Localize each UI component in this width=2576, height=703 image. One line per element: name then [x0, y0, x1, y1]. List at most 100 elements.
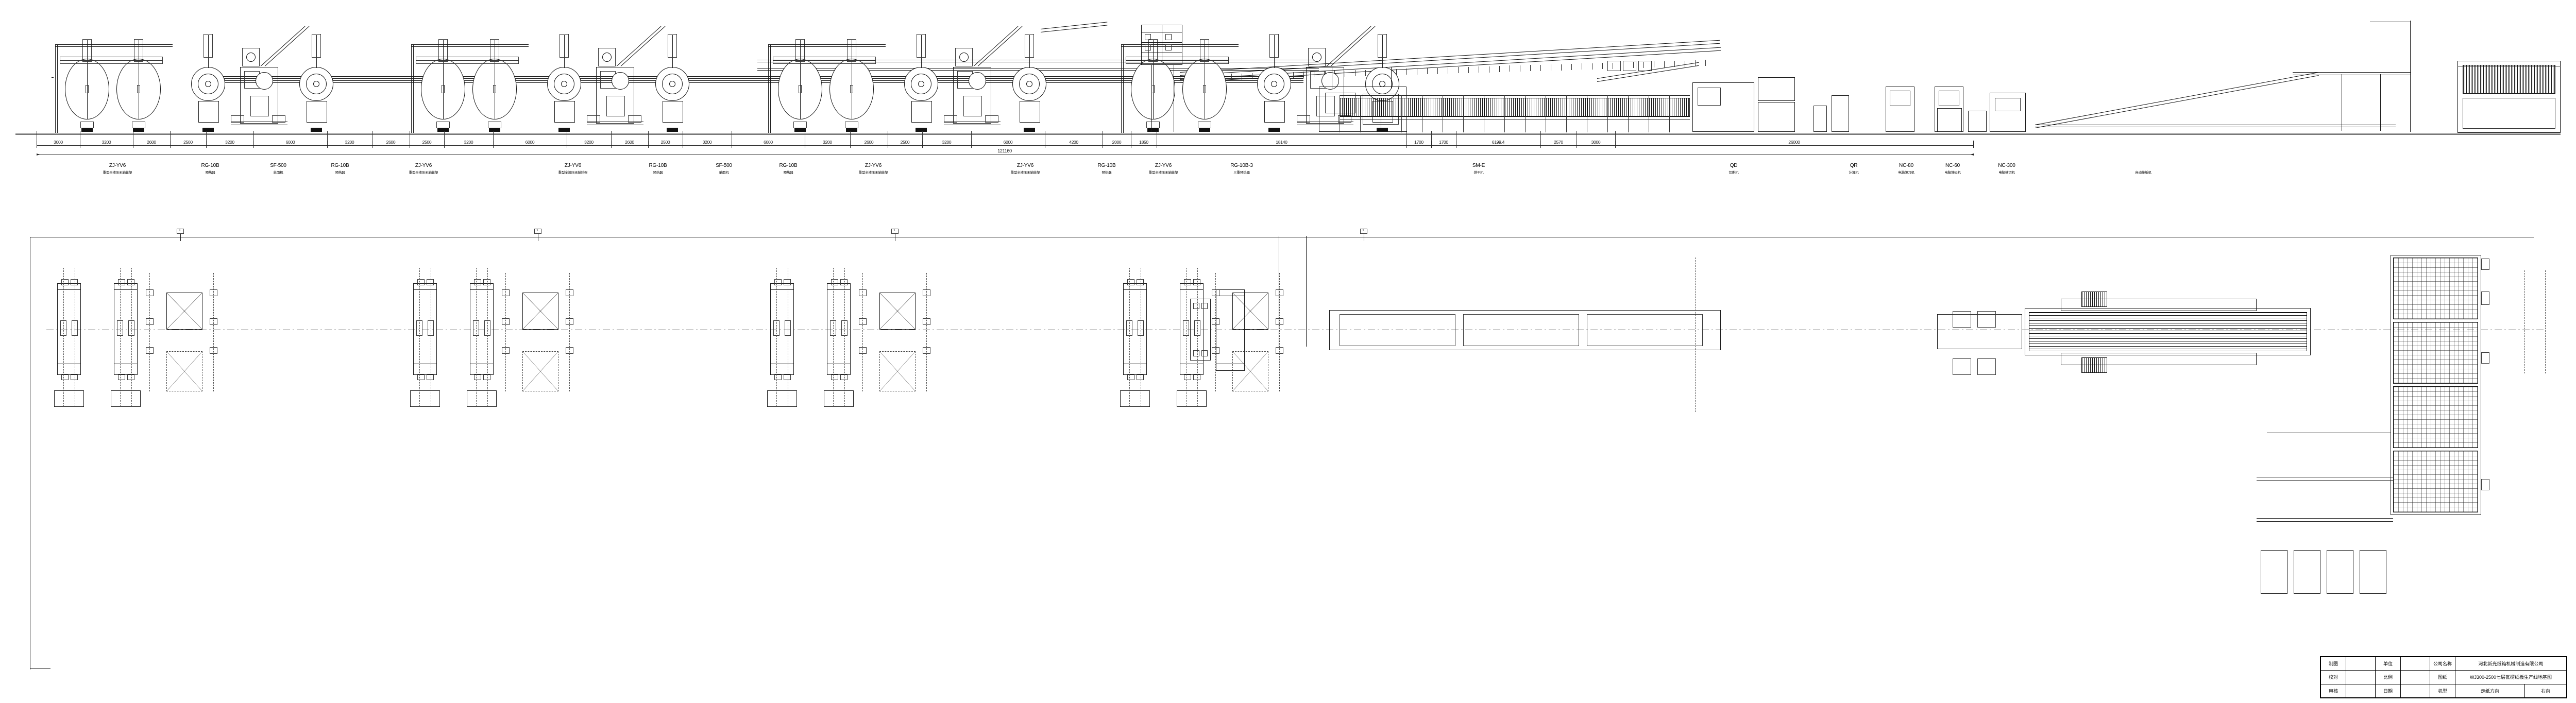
dimension-extension [1431, 131, 1432, 141]
hotplate-post [1525, 95, 1526, 132]
plan-preheater-guide [213, 273, 214, 391]
plan-border-bot [30, 668, 50, 669]
equipment-name-cn: 单面机 [719, 171, 729, 175]
bridge-rung [1406, 68, 1407, 75]
foundation-pad [1147, 128, 1159, 132]
dimension-extension [253, 131, 254, 141]
plan-pad-b2 [1977, 358, 1996, 375]
equipment-code: SM-E [1472, 163, 1485, 168]
bridge-rung [1674, 61, 1675, 67]
dimension-value: 2600 [864, 140, 874, 145]
roll-stand-head [438, 39, 448, 62]
plan-single-facer-box [166, 293, 202, 330]
takeoff-drive [1698, 88, 1721, 106]
plan-guide [419, 268, 420, 407]
tower-roll-1 [1145, 34, 1151, 40]
frame-beam-top3 [201, 80, 1303, 81]
dimension-tick [1431, 141, 1432, 148]
preheater2-shaft [1026, 81, 1032, 87]
plan-dryer-refline [1695, 258, 1696, 412]
dimension-tick [493, 141, 494, 148]
bridge-rung [1468, 66, 1469, 73]
roll-stand-column [800, 40, 801, 119]
equipment-code: SF-500 [716, 163, 732, 168]
dimension-tick [170, 141, 171, 148]
plan-roll-stand-rail1 [1180, 289, 1204, 290]
hotplate-post [1566, 95, 1567, 132]
plan-bearing-d [71, 374, 78, 380]
equipment-name-cn: 预热器 [653, 171, 663, 175]
preheater-pad [1268, 128, 1280, 132]
plan-preheater-guide [505, 273, 506, 391]
preheater2-column [1029, 35, 1030, 68]
dummy [52, 77, 54, 78]
roll-stand-head [82, 39, 92, 62]
dimension-value: 3200 [225, 140, 234, 145]
plan-single-facer-x-lower [879, 351, 916, 391]
single-facer-roll [969, 72, 986, 90]
preheater2-column [672, 35, 673, 68]
tb-value-unit[interactable] [2400, 656, 2430, 671]
sf-brace-a [616, 26, 662, 66]
plan-bearing-b [784, 279, 791, 285]
tb-value-approved[interactable] [2346, 683, 2376, 698]
equipment-code: RG-10B [1097, 163, 1116, 168]
sf-brace-b [620, 26, 666, 66]
single-facer-motor-pulley [1312, 53, 1321, 62]
roll-stand-head [795, 39, 805, 62]
tb-value-drawn[interactable] [2346, 656, 2376, 671]
plan-bearing-b [71, 279, 78, 285]
section-mark-leader [180, 234, 181, 241]
stand-top-beam2 [1121, 46, 1239, 47]
plan-pallet-4 [2360, 550, 2386, 594]
stand-left-post [1121, 44, 1122, 133]
plan-conveyor-belts [2029, 312, 2307, 351]
plan-bearing-a [61, 279, 69, 285]
preheater-pad [558, 128, 570, 132]
dimension-value: 6000 [285, 140, 295, 145]
plan-conveyor-long [2025, 308, 2311, 355]
dimension-tick [922, 141, 923, 148]
stand-left-post2 [1123, 44, 1124, 133]
equipment-name-cn: 预热器 [783, 171, 793, 175]
plan-roll-stand [57, 283, 81, 375]
plan-guide [776, 268, 777, 407]
preheater-column [921, 35, 922, 68]
nc-80-unit [1886, 87, 1914, 132]
plan-bearing-c [118, 374, 125, 380]
preheater2-head [668, 34, 677, 58]
preheater2-pad [311, 128, 322, 132]
bridge-rung [1705, 60, 1706, 66]
aux-unit-a [1937, 108, 1962, 132]
bridge-rung [1499, 66, 1500, 73]
equipment-code: ZJ-YV6 [1016, 163, 1034, 168]
section-mark-box [534, 229, 541, 234]
single-facer-motor [1308, 48, 1326, 66]
preheater-column [1274, 35, 1275, 68]
plan-bearing-c [1184, 374, 1191, 380]
sf-brace-a [260, 26, 306, 66]
plan-stacker-grid-1 [2393, 258, 2478, 319]
tb-value-scale[interactable] [2400, 670, 2430, 684]
stand-top-beam [411, 44, 529, 45]
plan-bearing-a [1184, 279, 1191, 285]
tb-value-checked[interactable] [2346, 670, 2376, 684]
dimension-value: 2000 [1112, 140, 1122, 145]
plan-mill-roll-stands [0, 227, 1288, 433]
plan-bearing-b [427, 279, 434, 285]
dimension-tick [206, 141, 207, 148]
hotplate-post [1607, 95, 1608, 132]
plan-right-refline2 [2545, 270, 2546, 373]
preheater-head [1269, 34, 1279, 58]
preheater2-pad [667, 128, 678, 132]
tb-value-date[interactable] [2400, 683, 2430, 698]
dimension-tick [1540, 141, 1541, 148]
single-facer-motor-pulley [959, 53, 969, 62]
tower-leg-1 [1151, 65, 1152, 132]
dimension-tick [850, 141, 851, 148]
stand-top-beam2 [411, 46, 529, 47]
single-facer-body [596, 67, 634, 124]
dimension-value: 2500 [422, 140, 432, 145]
dimension-tick [1615, 141, 1616, 148]
